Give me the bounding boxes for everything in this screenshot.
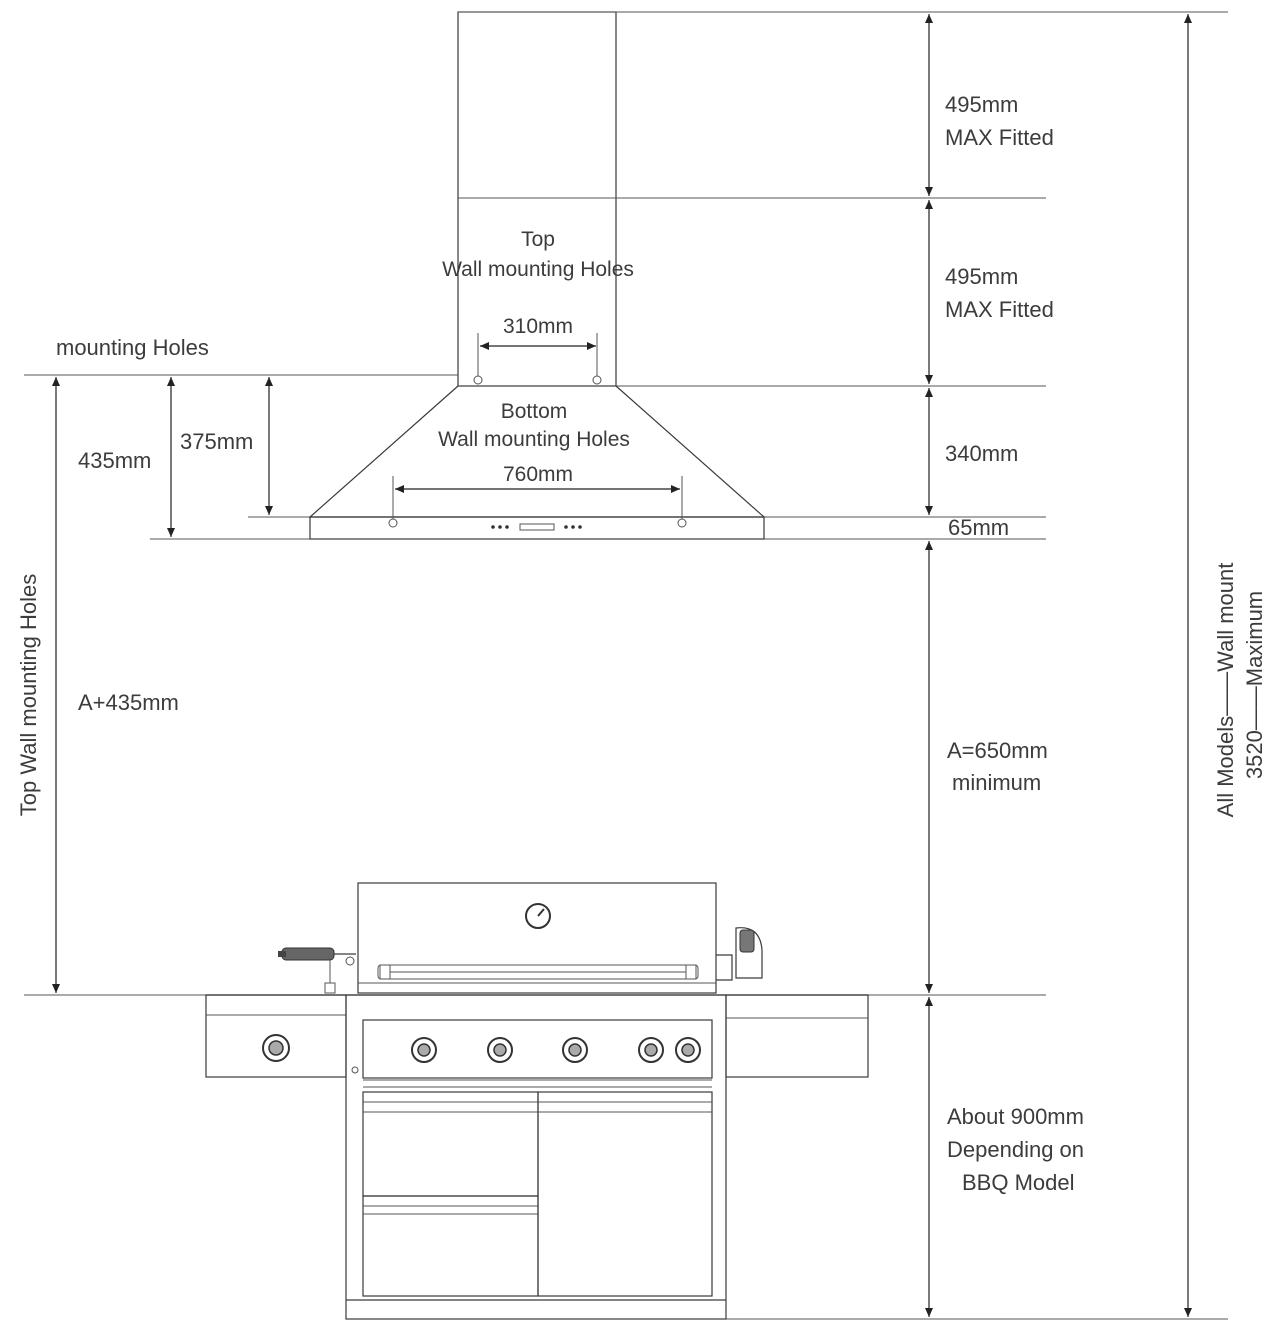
label-435mm: 435mm <box>78 448 151 473</box>
side-burner-shelf <box>205 994 347 1078</box>
label-3520-maximum: 3520——Maximum <box>1242 591 1267 779</box>
bbq-hood <box>357 882 717 994</box>
dimension-labels: 495mm MAX Fitted 495mm MAX Fitted 340mm … <box>16 92 1267 1195</box>
hood-canopy <box>308 375 766 540</box>
label-max-fitted-upper: MAX Fitted <box>945 125 1054 150</box>
label-minimum: minimum <box>952 770 1041 795</box>
rotisserie-spit <box>278 947 356 994</box>
hood-control-panel <box>491 523 582 531</box>
label-depending-on: Depending on <box>947 1137 1084 1162</box>
label-495mm-lower: 495mm <box>945 264 1018 289</box>
label-top-wall-mounting-holes-vertical: Top Wall mounting Holes <box>16 574 41 817</box>
label-375mm: 375mm <box>180 429 253 454</box>
rotisserie-motor <box>716 927 763 981</box>
label-about-900mm: About 900mm <box>947 1104 1084 1129</box>
label-all-models-wall-mount: All Models——Wall mount <box>1213 563 1238 818</box>
label-bbq-model: BBQ Model <box>962 1170 1075 1195</box>
label-65mm: 65mm <box>948 515 1009 540</box>
bbq-grill <box>205 882 869 1320</box>
label-bottom: Bottom <box>501 400 568 423</box>
label-340mm: 340mm <box>945 441 1018 466</box>
label-top: Top <box>521 228 555 251</box>
label-a-plus-435mm: A+435mm <box>78 690 179 715</box>
label-bottom-wall-mounting-holes: Wall mounting Holes <box>438 428 630 451</box>
label-mounting-holes: mounting Holes <box>56 335 209 360</box>
right-side-shelf <box>725 994 869 1078</box>
dimension-lines <box>52 13 1192 1317</box>
label-760mm: 760mm <box>503 463 573 486</box>
label-max-fitted-lower: MAX Fitted <box>945 297 1054 322</box>
label-495mm-upper: 495mm <box>945 92 1018 117</box>
label-310mm: 310mm <box>503 315 573 338</box>
label-a-650mm: A=650mm <box>947 738 1048 763</box>
label-top-wall-mounting-holes: Wall mounting Holes <box>442 258 634 281</box>
bbq-cabinet <box>345 994 727 1320</box>
